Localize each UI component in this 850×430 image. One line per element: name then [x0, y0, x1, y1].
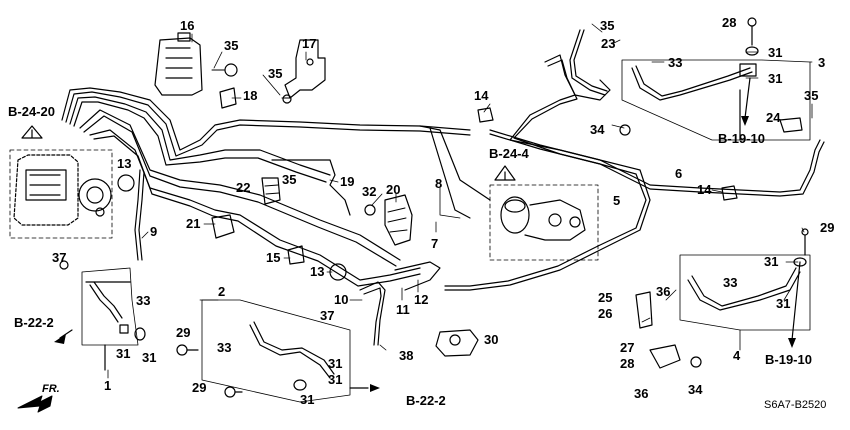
- ref-b-19-10-top: B-19-10: [718, 131, 765, 146]
- ref-b-22-2-left: B-22-2: [14, 315, 54, 330]
- callout-27: 27: [620, 340, 634, 355]
- callout-19: 19: [340, 174, 354, 189]
- callout-14a: 14: [474, 88, 489, 103]
- part-code: S6A7-B2520: [764, 399, 826, 411]
- callout-29c: 29: [176, 325, 190, 340]
- callout-22: 22: [236, 180, 250, 195]
- callout-8: 8: [435, 176, 442, 191]
- callout-17: 17: [302, 36, 316, 51]
- ref-b-24-20: B-24-20: [8, 104, 55, 119]
- ref-b-24-4: B-24-4: [489, 146, 530, 161]
- callout-37b: 37: [320, 308, 334, 323]
- callout-33c: 33: [136, 293, 150, 308]
- part-22-clip: [261, 177, 281, 205]
- callout-15: 15: [266, 250, 280, 265]
- part-16-module: [154, 32, 203, 96]
- brake-line-bundle: [61, 87, 491, 287]
- callout-37a: 37: [52, 250, 66, 265]
- part-30-valve: [435, 329, 479, 357]
- callout-7: 7: [431, 236, 438, 251]
- callout-29b: 29: [820, 220, 834, 235]
- callout-34a: 34: [590, 122, 605, 137]
- callout-21: 21: [186, 216, 200, 231]
- reference-labels: B-24-20 B-24-4 B-22-2 B-22-2 B-19-10 B-1…: [8, 104, 812, 408]
- brake-line-9: [134, 169, 141, 261]
- callout-31d: 31: [776, 296, 790, 311]
- callout-30: 30: [484, 332, 498, 347]
- rear-hose-3: [619, 17, 811, 141]
- callout-10: 10: [334, 292, 348, 307]
- callout-13a: 13: [117, 156, 131, 171]
- callout-16: 16: [180, 18, 194, 33]
- callout-11: 11: [396, 302, 410, 317]
- callout-35d: 35: [600, 18, 614, 33]
- front-direction-label: FR.: [42, 383, 60, 395]
- callout-31a: 31: [768, 45, 782, 60]
- ref-b-22-2-right: B-22-2: [406, 393, 446, 408]
- part-15-clip: [287, 245, 305, 265]
- callout-31b: 31: [768, 71, 782, 86]
- callout-23: 23: [601, 36, 615, 51]
- callout-33b: 33: [723, 275, 737, 290]
- callout-31e: 31: [116, 346, 130, 361]
- callout-35b: 35: [268, 66, 282, 81]
- brake-line-10: [359, 281, 386, 346]
- rear-left-hose-2: [201, 299, 351, 403]
- callout-31f: 31: [142, 350, 156, 365]
- callout-4: 4: [733, 348, 741, 363]
- part-18-clip: [219, 87, 237, 109]
- callout-25: 25: [598, 290, 612, 305]
- callout-31i: 31: [300, 392, 314, 407]
- callout-31h: 31: [328, 372, 342, 387]
- leader-lines: [107, 23, 813, 379]
- callout-31g: 31: [328, 356, 342, 371]
- callout-20: 20: [386, 182, 400, 197]
- master-cylinder: [489, 184, 599, 261]
- callout-34b: 34: [688, 382, 703, 397]
- front-direction-arrow-icon: [17, 395, 53, 413]
- callout-35c: 35: [282, 172, 296, 187]
- callout-12: 12: [414, 292, 428, 307]
- part-13-grommet: [117, 174, 135, 192]
- callout-18: 18: [243, 88, 257, 103]
- front-left-hose-1: [59, 260, 146, 371]
- callout-33a: 33: [668, 55, 682, 70]
- callout-35e: 35: [804, 88, 818, 103]
- part-17-bracket: [284, 39, 326, 99]
- brake-line-6: [489, 129, 821, 193]
- part-21-clip: [211, 214, 235, 239]
- rear-hose-4: [679, 228, 811, 368]
- callout-38: 38: [399, 348, 413, 363]
- callout-1: 1: [104, 378, 111, 393]
- callout-36a: 36: [656, 284, 670, 299]
- callout-36b: 36: [634, 386, 648, 401]
- part-20-bracket: [384, 194, 413, 246]
- callout-29a: 28: [722, 15, 736, 30]
- part-27-bracket: [649, 344, 681, 369]
- callout-35a: 35: [224, 38, 238, 53]
- callout-13b: 13: [310, 264, 324, 279]
- callout-2: 2: [218, 284, 225, 299]
- callout-9: 9: [150, 224, 157, 239]
- reference-arrows: [21, 77, 801, 389]
- callout-5: 5: [613, 193, 620, 208]
- callout-29d: 29: [192, 380, 206, 395]
- callout-28: 28: [620, 356, 634, 371]
- part-25-bracket: [635, 291, 653, 329]
- callout-33d: 33: [217, 340, 231, 355]
- callout-labels: 16 35 17 35 18 13 9 22 35 19 32 20 8 7 2…: [52, 15, 834, 407]
- abs-modulator: [13, 154, 112, 226]
- callout-6: 6: [675, 166, 682, 181]
- ref-b-19-10-bottom: B-19-10: [765, 352, 812, 367]
- callout-24: 24: [766, 110, 781, 125]
- callout-31c: 31: [764, 254, 778, 269]
- callout-3: 3: [818, 55, 825, 70]
- part-19-bracket: [271, 159, 351, 216]
- callout-14b: 14: [697, 182, 712, 197]
- callout-32: 32: [362, 184, 376, 199]
- callout-26: 26: [598, 306, 612, 321]
